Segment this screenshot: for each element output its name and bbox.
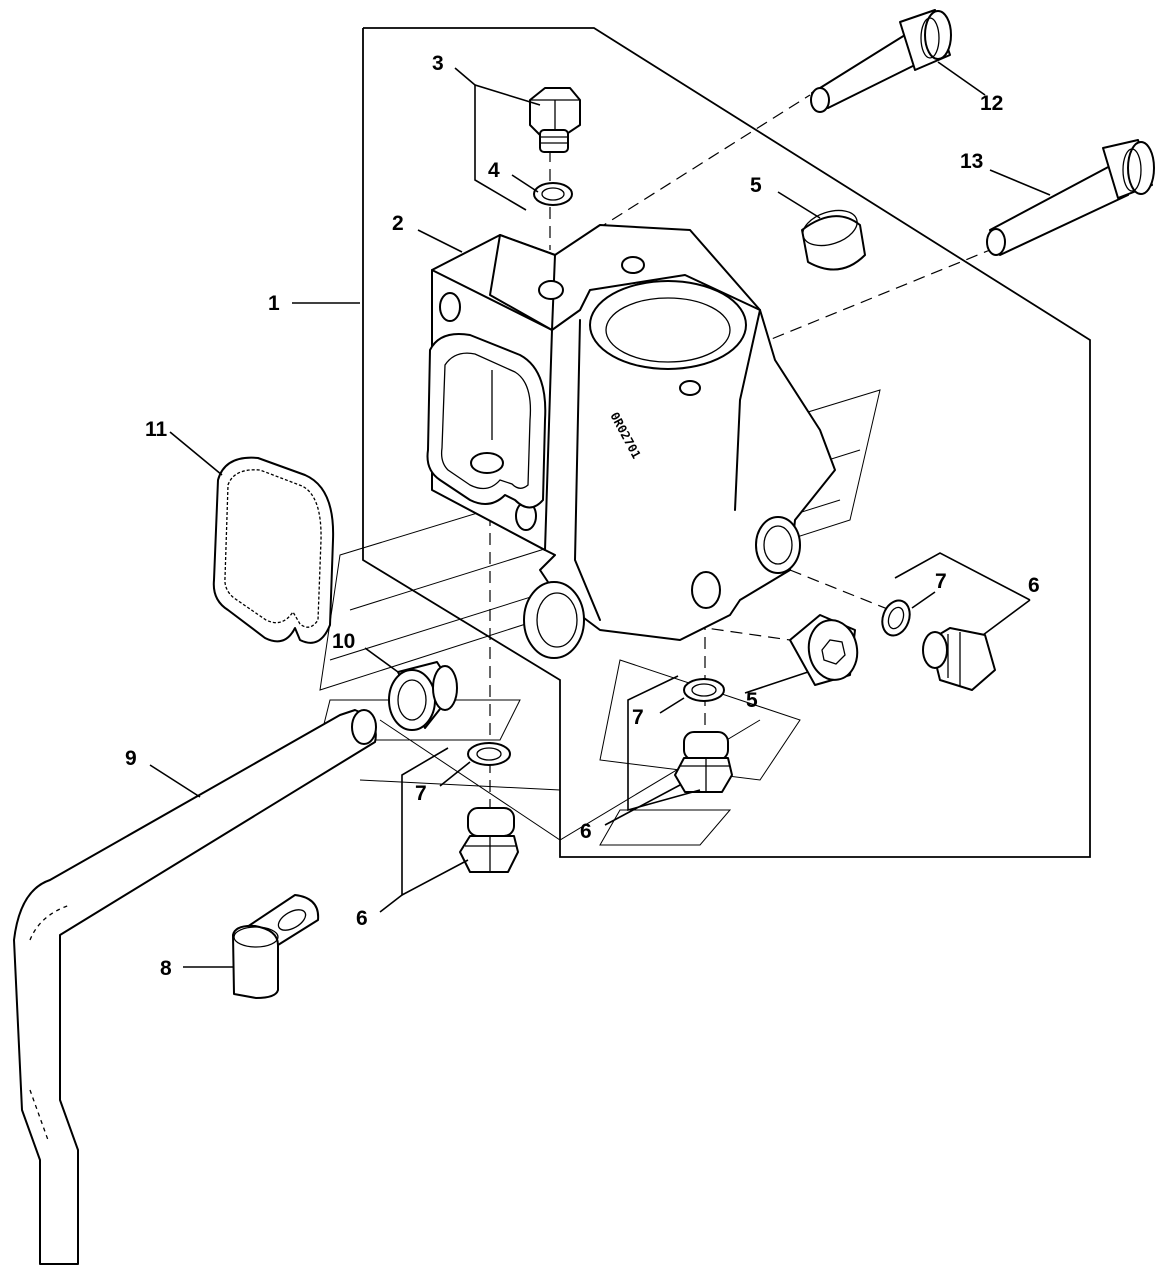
callout-7-middle: 7 [632, 706, 644, 729]
callout-6-lower: 6 [356, 907, 368, 930]
callout-2: 2 [392, 212, 404, 235]
washer-top [533, 182, 573, 206]
callout-5-lower: 5 [746, 689, 758, 712]
flange-bolt-upper [810, 9, 952, 113]
thermostat-housing: 0R02701 [426, 224, 836, 659]
callout-1: 1 [268, 292, 280, 315]
callout-labels: 1 2 3 4 5 12 13 11 7 6 10 5 7 9 7 6 6 8 [125, 52, 1040, 980]
callout-6-middle: 6 [580, 820, 592, 843]
washer-middle [683, 678, 725, 702]
callout-11: 11 [145, 418, 168, 441]
gasket-seal [212, 456, 335, 644]
plug-right [922, 627, 996, 691]
hose [13, 709, 377, 1265]
plug-cap-upper [801, 209, 866, 271]
callout-13: 13 [960, 150, 983, 173]
flange-bolt-lower [986, 139, 1155, 256]
leader-lines [149, 61, 1051, 968]
callout-10: 10 [332, 630, 355, 653]
callout-6-right: 6 [1028, 574, 1040, 597]
assembly-frame [362, 27, 1091, 858]
callout-3: 3 [432, 52, 444, 75]
plug-top [529, 87, 581, 153]
callout-4: 4 [488, 159, 500, 182]
plug-cap-socket [789, 614, 859, 686]
plug-middle [674, 731, 733, 793]
washer-right [881, 599, 911, 637]
callout-7-right: 7 [935, 570, 947, 593]
callout-9: 9 [125, 747, 137, 770]
callout-7-lower: 7 [415, 782, 427, 805]
callout-12: 12 [980, 92, 1003, 115]
callout-8: 8 [160, 957, 172, 980]
hose-clip [232, 894, 320, 999]
plug-lower [459, 807, 519, 873]
bushing-sleeve [388, 661, 458, 731]
washer-lower [467, 742, 511, 766]
callout-5-upper: 5 [750, 174, 762, 197]
